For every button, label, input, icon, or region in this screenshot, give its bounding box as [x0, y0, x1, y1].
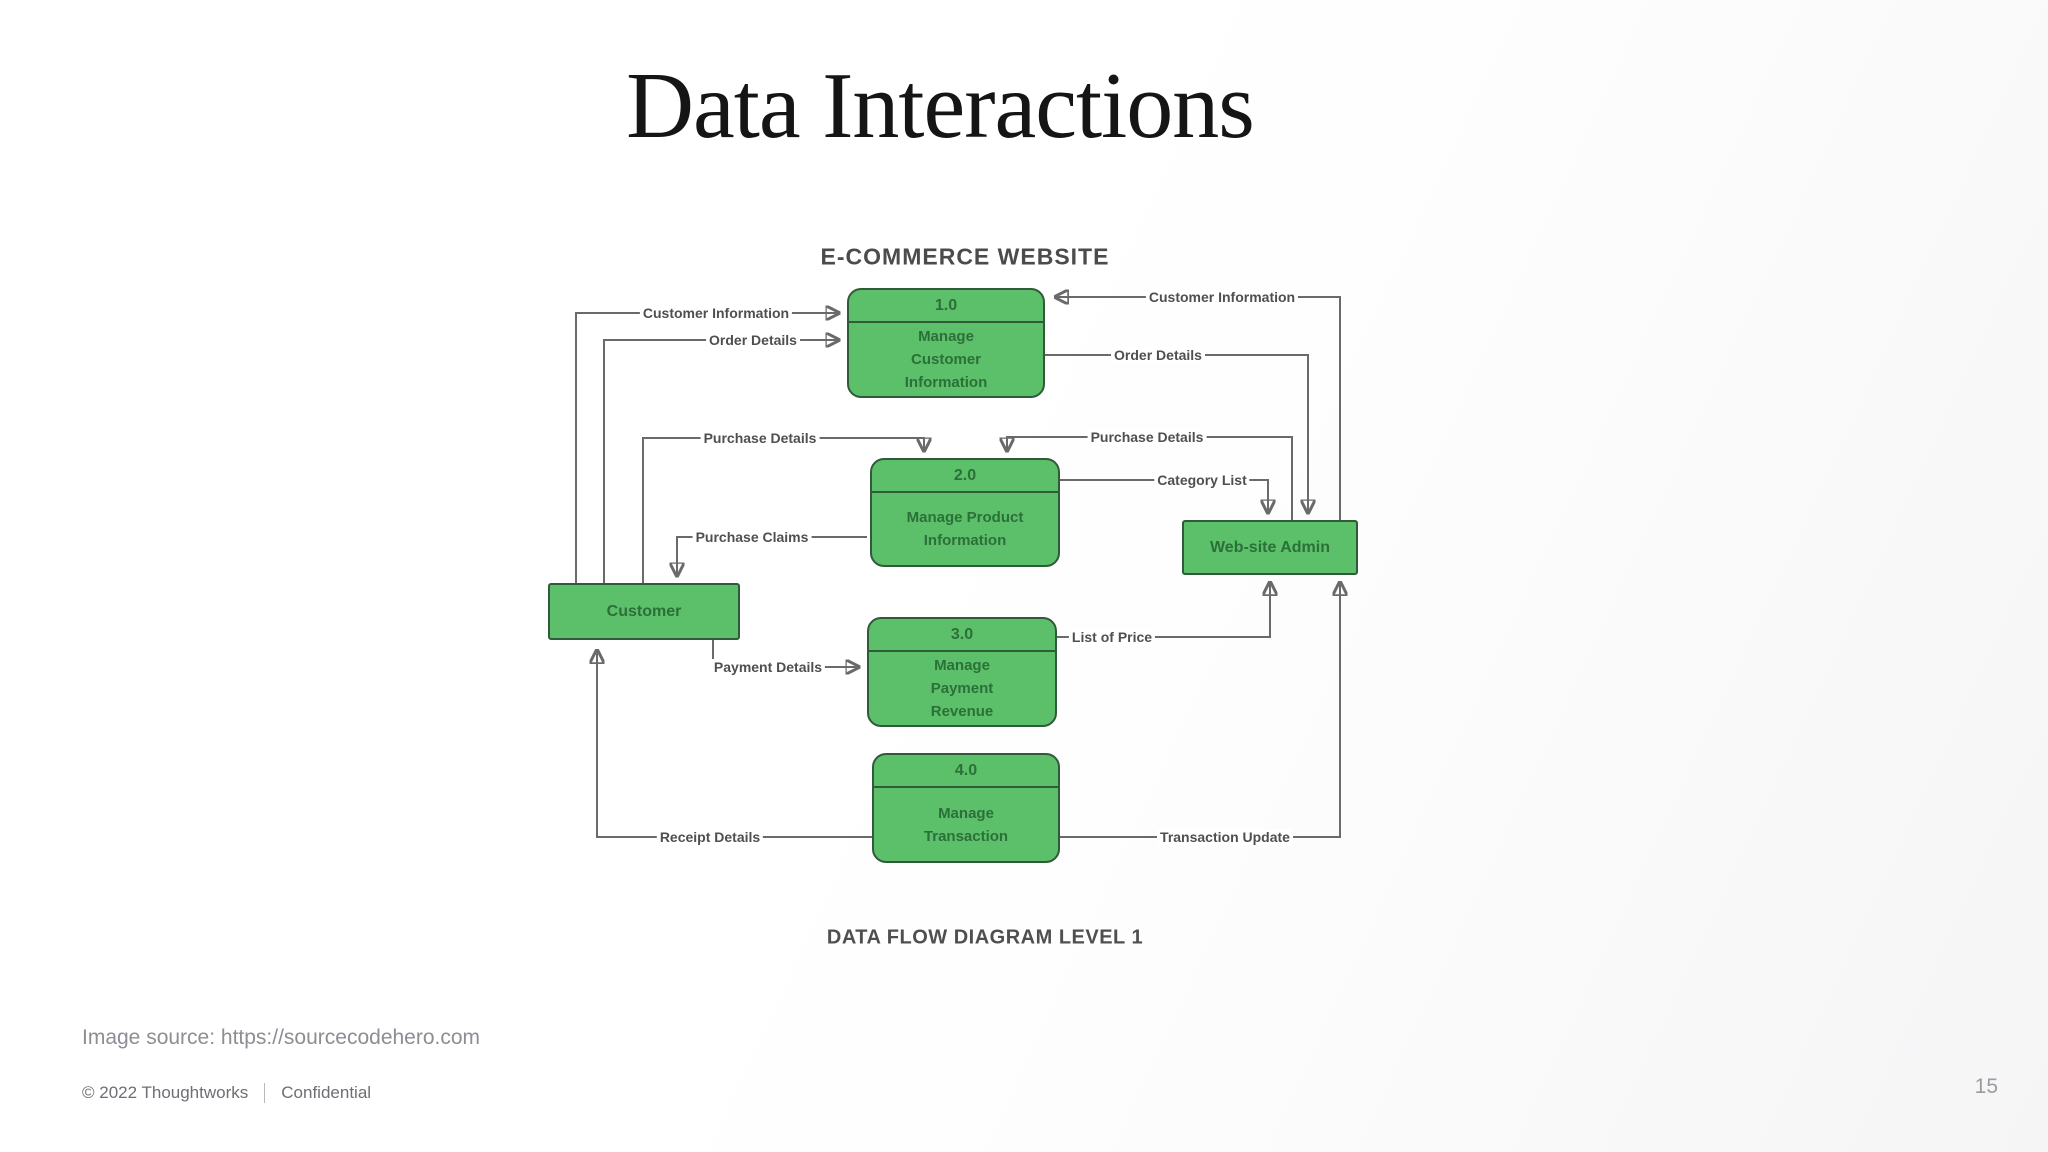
process-id: 3.0 [869, 619, 1055, 652]
diagram-caption: DATA FLOW DIAGRAM LEVEL 1 [826, 926, 1144, 949]
image-source-text: Image source: https://sourcecodehero.com [82, 1026, 481, 1049]
flow-label-transaction-update: Transaction Update [1157, 829, 1293, 845]
process-id: 1.0 [849, 290, 1043, 323]
process-name: Manage Product Information [906, 509, 1024, 549]
process-name: Manage Transaction [923, 804, 1009, 845]
entity-box-website-admin: Web-site Admin [1182, 520, 1358, 575]
flow-label-payment-details: Payment Details [710, 659, 826, 675]
flow-line-transaction-update [1060, 583, 1340, 838]
page-title: Data Interactions [626, 54, 1255, 158]
flow-line-order-details-left [603, 340, 838, 583]
entity-box-customer: Customer [548, 583, 740, 640]
confidential-text: Confidential [281, 1083, 372, 1102]
flow-label-order-details-left: Order Details [706, 332, 800, 348]
flow-line-receipt-details [597, 651, 872, 838]
footer-divider [264, 1083, 266, 1103]
flow-label-order-details-right: Order Details [1111, 347, 1205, 363]
flow-label-purchase-details-left: Purchase Details [700, 430, 820, 446]
flow-label-customer-information-right: Customer Information [1145, 289, 1299, 305]
process-box-manage-transaction: 4.0 Manage Transaction [872, 753, 1060, 863]
process-name: Manage Payment Revenue [930, 657, 994, 720]
flow-label-category-list: Category List [1154, 472, 1250, 488]
flow-label-receipt-details: Receipt Details [656, 829, 764, 845]
footer: © 2022 Thoughtworks Confidential [82, 1083, 371, 1103]
flow-label-customer-information-left: Customer Information [639, 305, 793, 321]
flow-label-purchase-details-right: Purchase Details [1087, 429, 1207, 445]
diagram-title: E-COMMERCE WEBSITE [820, 243, 1110, 270]
process-box-manage-product-information: 2.0 Manage Product Information [870, 458, 1060, 567]
flow-label-purchase-claims: Purchase Claims [692, 529, 812, 545]
copyright-text: © 2022 Thoughtworks [82, 1083, 249, 1102]
page-number: 15 [1974, 1075, 1998, 1098]
process-box-manage-customer-information: 1.0 Manage Customer Information [847, 288, 1045, 398]
process-id: 4.0 [874, 755, 1058, 788]
process-box-manage-payment-revenue: 3.0 Manage Payment Revenue [867, 617, 1057, 727]
flow-label-list-of-price: List of Price [1068, 629, 1156, 645]
process-name: Manage Customer Information [904, 328, 988, 391]
flow-line-category-list [1058, 479, 1268, 512]
process-id: 2.0 [872, 460, 1058, 493]
